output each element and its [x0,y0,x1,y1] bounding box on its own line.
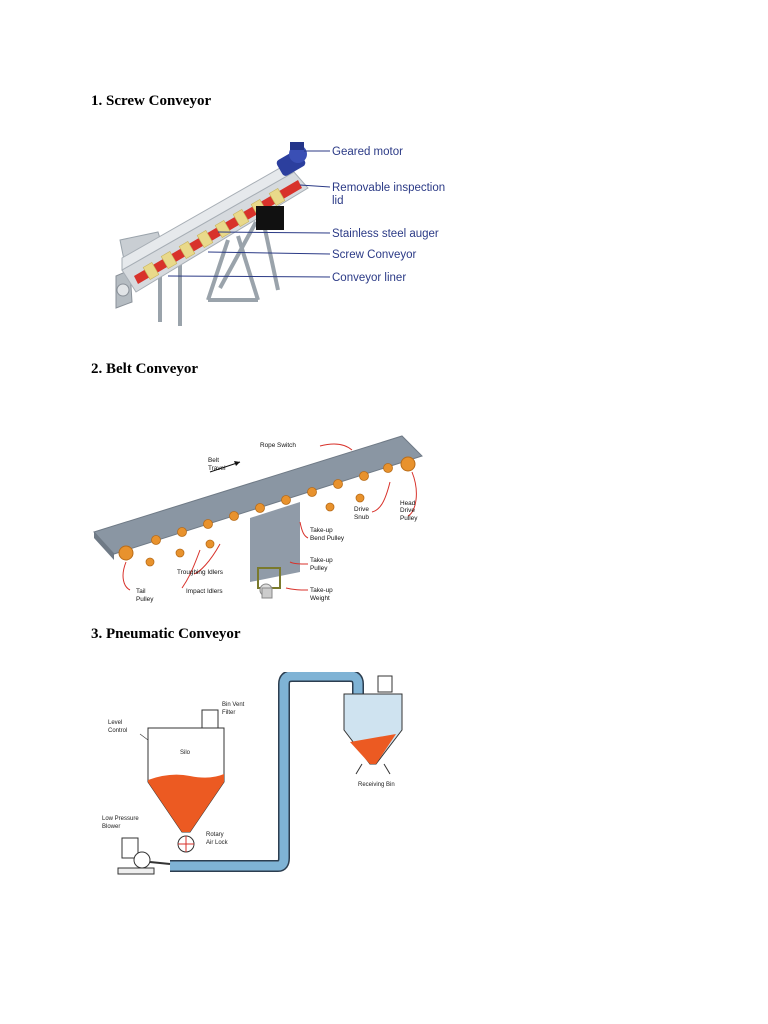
label-takeup-pulley-2: Pulley [310,565,328,572]
label-rope-switch: Rope Switch [260,442,296,449]
tail-pulley [118,545,134,561]
head-drive-pulley [400,456,416,472]
take-up-tower [250,502,300,599]
label-level-control-1: Level [108,720,122,726]
label-head-drive-2: Drive [400,507,415,514]
belt-travel-arrow [209,461,241,473]
silo [147,709,225,833]
label-blower-2: Blower [102,824,120,830]
label-impact-idlers: Impact Idlers [186,588,223,595]
label-troughing-idlers: Troughing Idlers [177,569,223,576]
label-rotary-2: Air Lock [206,840,229,846]
callout-arrows [122,443,417,591]
label-inspection-lid-1: Removable inspection [332,182,445,194]
label-conveyor-liner: Conveyor liner [332,272,406,284]
label-screw-conveyor: Screw Conveyor [332,249,417,261]
label-takeup-weight-2: Weight [310,595,330,602]
belt-conveyor-heading: 2. Belt Conveyor [91,361,199,377]
return-idlers [145,493,365,567]
label-belt-travel-2: Travel [208,465,226,472]
conveying-pipe [170,672,363,871]
label-blower-1: Low Pressure [102,816,139,822]
label-receiving-bin: Receiving Bin [358,782,395,788]
pneumatic-conveyor-figure: Receiving Bin Silo Bin Vent Filter Level… [100,672,410,886]
label-tail-pulley-1: Tail [136,588,146,595]
receiving-bin [343,675,403,775]
label-drive-snub-2: Snub [354,514,369,521]
label-bend-pulley-1: Take-up [310,527,333,534]
leader-lines [167,150,331,278]
label-bend-pulley-2: Bend Pulley [310,535,345,542]
belt-conveyor-figure: Belt Travel Rope Switch Head Drive Pulle… [90,432,430,608]
screw-conveyor-figure: Geared motor Removable inspection lid St… [108,140,458,335]
gearbox [256,206,284,230]
label-silo: Silo [180,750,191,756]
label-drive-snub-1: Drive [354,506,369,513]
label-takeup-weight-1: Take-up [310,587,333,594]
label-belt-travel-1: Belt [208,457,219,464]
label-rotary-1: Rotary [206,832,224,838]
label-takeup-pulley-1: Take-up [310,557,333,564]
label-tail-pulley-2: Pulley [136,596,154,603]
label-geared-motor: Geared motor [332,146,403,158]
support-frame [158,219,280,326]
low-pressure-blower [117,837,171,875]
label-head-drive-3: Pulley [400,515,418,522]
screw-conveyor-heading: 1. Screw Conveyor [91,93,212,109]
pneumatic-conveyor-heading: 3. Pneumatic Conveyor [91,626,241,642]
label-auger: Stainless steel auger [332,228,439,240]
label-level-control-2: Control [108,728,127,734]
conveyor-belt [93,435,423,555]
troughing-idlers [151,463,393,545]
label-bin-vent-1: Bin Vent [222,702,245,708]
label-head-drive-1: Head [400,500,416,507]
label-inspection-lid-2: lid [332,195,344,207]
label-bin-vent-2: Filter [222,710,235,716]
geared-motor [276,142,307,176]
rotary-air-lock [177,835,195,853]
